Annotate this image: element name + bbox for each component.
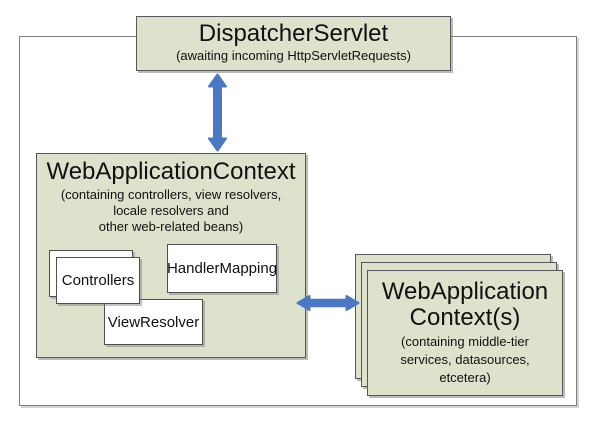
dispatcher-servlet-subtitle: (awaiting incoming HttpServletRequests) [176,48,411,63]
controllers-box: Controllers [56,257,140,304]
middle-tier-title-line-1: WebApplication [381,278,549,305]
view-resolver-label: ViewResolver [107,313,200,331]
web-application-context-title: WebApplicationContext [46,158,296,185]
view-resolver-box: ViewResolver [104,299,203,345]
handler-mapping-label: HandlerMapping [166,260,278,277]
wac-subtitle-line-3: other web-related beans) [98,219,244,234]
middle-tier-title-line-2: Context(s) [409,304,521,331]
vertical-bidirectional-arrow-icon [208,73,227,152]
wac-subtitle-line-1: (containing controllers, view resolvers, [60,187,282,202]
middle-tier-subtitle-line-3: etcetera) [439,370,491,385]
wac-subtitle-line-2: locale resolvers and [113,203,229,218]
web-application-context-box: WebApplicationContext (containing contro… [36,153,306,358]
dispatcher-servlet-title: DispatcherServlet [198,20,389,47]
middle-tier-subtitle-line-1: (containing middle-tier [401,334,529,349]
middle-tier-context-box: WebApplication Context(s) (containing mi… [367,270,563,396]
controllers-label: Controllers [61,272,135,289]
middle-tier-subtitle-line-2: services, datasources, [400,352,530,367]
horizontal-bidirectional-arrow-icon [296,295,360,311]
dispatcher-servlet-box: DispatcherServlet (awaiting incoming Htt… [136,16,451,71]
handler-mapping-box: HandlerMapping [167,244,277,293]
